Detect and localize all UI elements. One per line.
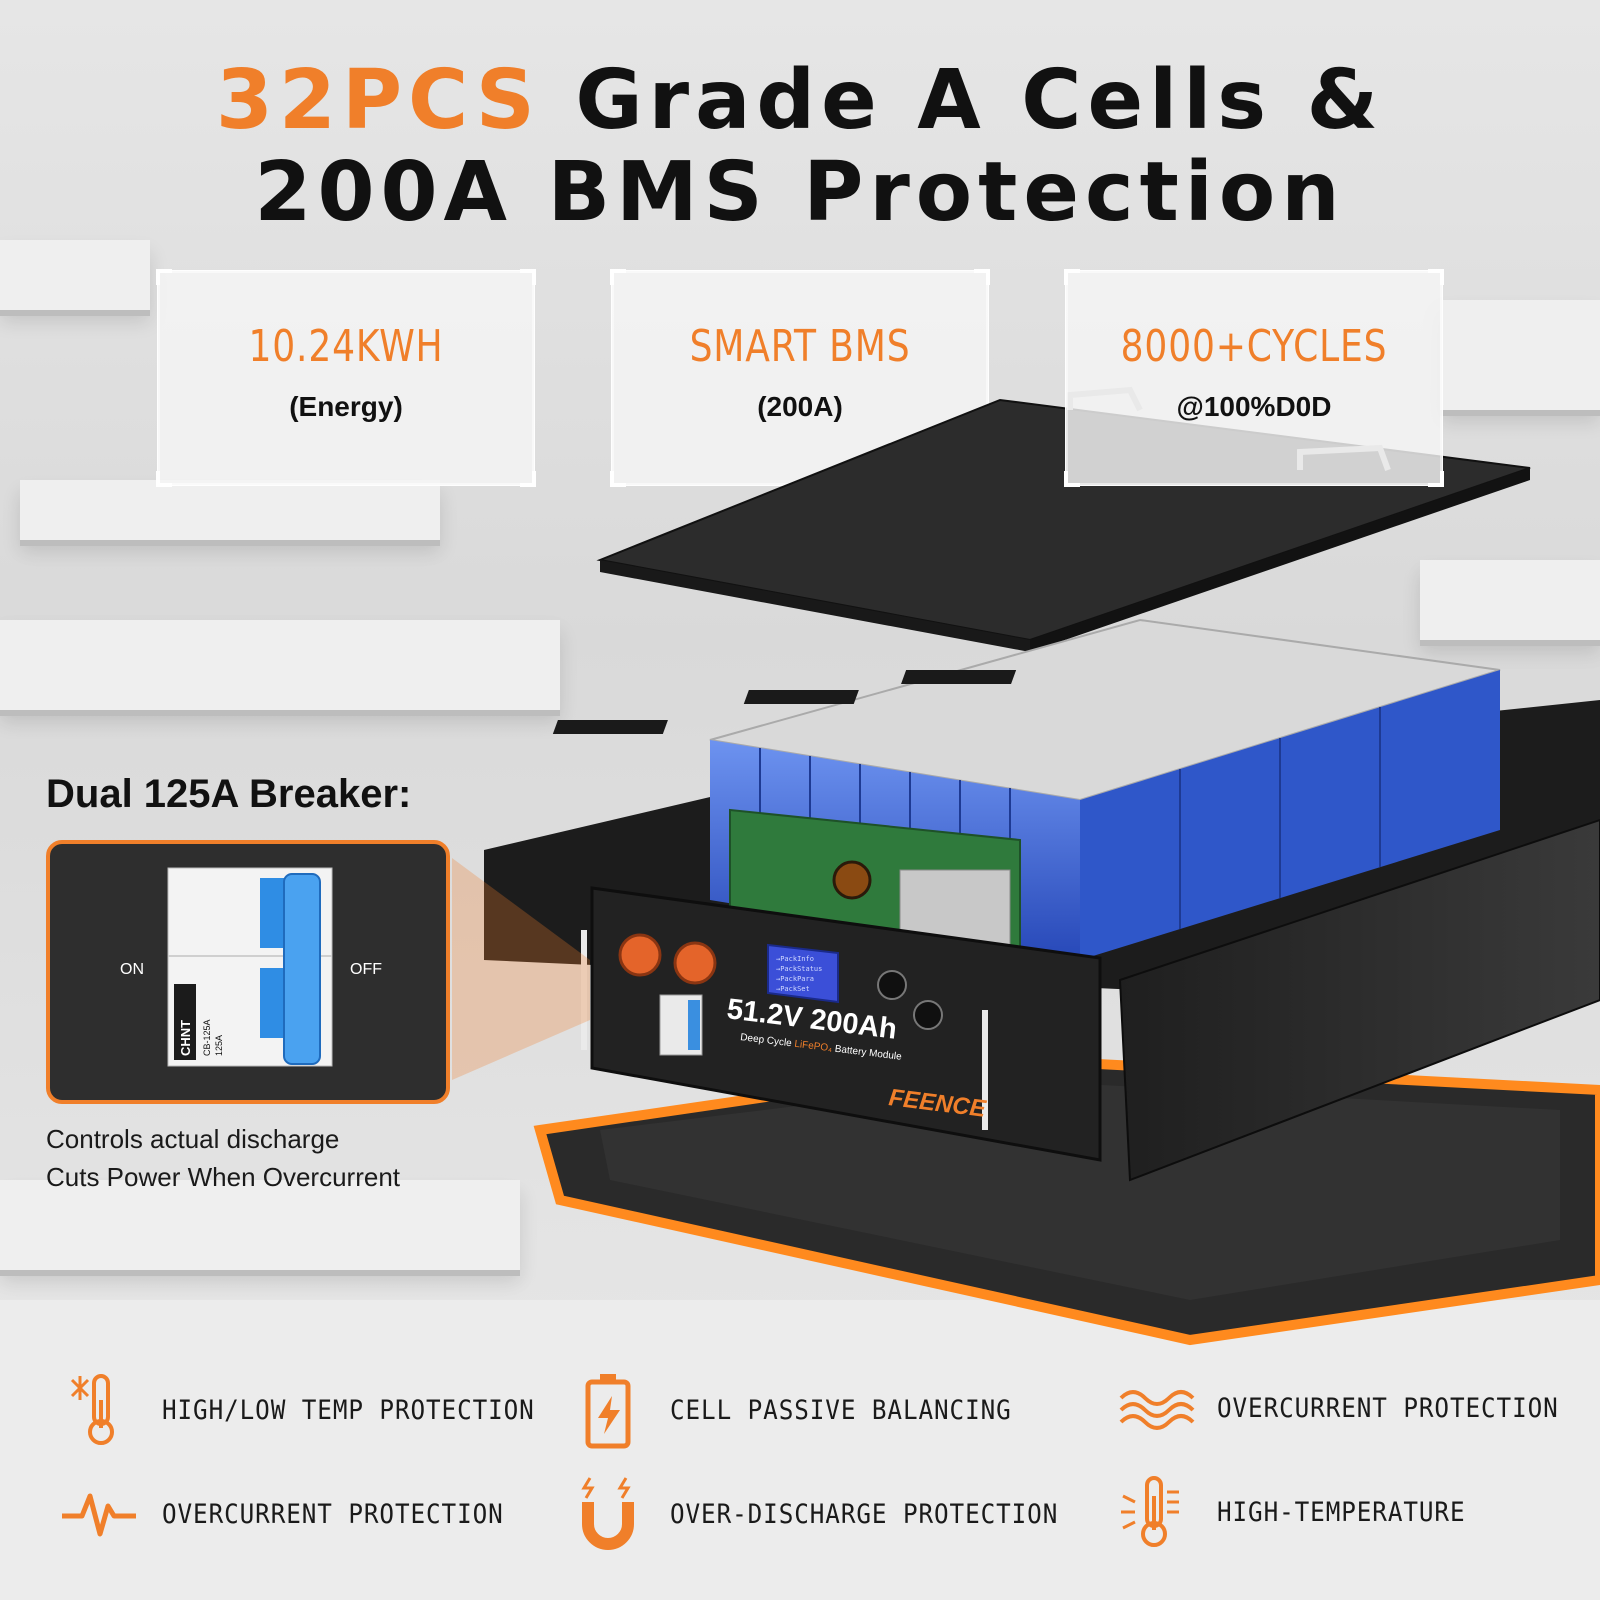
stat-label: @100%D0D (1176, 391, 1332, 422)
headline-line-1-rest: Grade A Cells & (540, 53, 1385, 148)
breaker-closeup: ON OFF CHNT CB-125A 125A (46, 840, 450, 1104)
lcd-line: →PackSet (776, 985, 810, 993)
battery-lid-edge (600, 560, 1030, 652)
pulse-icon (62, 1493, 136, 1537)
feature-label: OVER-DISCHARGE PROTECTION (670, 1498, 1059, 1530)
feature-item: OVERCURRENT PROTECTION (60, 1484, 542, 1544)
background-slab (20, 480, 440, 540)
breaker-description: Controls actual discharge Cuts Power Whe… (46, 1120, 400, 1196)
feature-item: OVER-DISCHARGE PROTECTION (568, 1477, 1101, 1550)
breaker-illustration: ON OFF CHNT CB-125A 125A (120, 867, 382, 1067)
breaker-tie-bar (283, 873, 321, 1065)
breaker-on-label: ON (120, 961, 144, 978)
stat-card-energy: 10.24KWH (Energy) (156, 269, 536, 487)
breaker-off-label: OFF (350, 961, 382, 978)
panel-breaker-toggle (688, 1000, 700, 1050)
breaker-brand-plate (174, 984, 196, 1060)
stat-card-cycles: 8000+CYCLES @100%D0D (1064, 269, 1444, 487)
battery-chemistry: LiFePO₄ (794, 1039, 833, 1055)
stat-label: (200A) (757, 391, 843, 422)
lcd-line: →PackInfo (776, 955, 814, 963)
background-slab (0, 620, 560, 710)
stat-value: 8000+CYCLES (1120, 321, 1388, 372)
background-slab (0, 1180, 520, 1270)
feature-item: OVERCURRENT PROTECTION (1115, 1378, 1597, 1438)
lcd-line: →PackStatus (776, 965, 822, 973)
headline-line-2: 200A BMS Protection (254, 145, 1346, 240)
background-slab (1420, 560, 1600, 640)
page-title: 32PCS Grade A Cells & 200A BMS Protectio… (0, 55, 1600, 239)
background-slab (0, 1300, 1600, 1600)
headline-accent: 32PCS (215, 53, 541, 148)
breaker-desc-line: Cuts Power When Overcurrent (46, 1162, 401, 1192)
breaker-callout-beam (452, 858, 590, 1080)
lcd-line: →PackPara (776, 975, 814, 983)
battery-front-panel (590, 886, 1102, 1162)
breaker-rating: 125A (214, 1035, 224, 1056)
headline-line-1: 32PCS Grade A Cells & (0, 55, 1600, 147)
background-slab (0, 240, 150, 310)
glow-base-inner (600, 1080, 1560, 1300)
breaker-desc-line: Controls actual discharge (46, 1124, 340, 1154)
pcb-inductor (832, 860, 872, 900)
stat-value: SMART BMS (689, 321, 911, 372)
feature-item: CELL PASSIVE BALANCING (568, 1374, 1050, 1449)
breaker-title: Dual 125A Breaker: (46, 772, 412, 816)
feature-label: OVERCURRENT PROTECTION (162, 1498, 504, 1530)
case-tray-right (1118, 818, 1600, 1182)
panel-knob (913, 1000, 943, 1030)
feature-label: OVERCURRENT PROTECTION (1217, 1392, 1559, 1424)
breaker-brand: CHNT (178, 1020, 193, 1056)
background-slab (1440, 300, 1600, 410)
feature-label: CELL PASSIVE BALANCING (670, 1394, 1012, 1426)
battery-lid-edge-right (1030, 468, 1530, 652)
feature-label: HIGH/LOW TEMP PROTECTION (162, 1394, 535, 1426)
terminal-negative (673, 941, 717, 985)
stat-value: 10.24KWH (248, 321, 444, 372)
thermometer-heat-icon (1121, 1476, 1179, 1547)
breaker-model: CB-125A (202, 1019, 212, 1056)
battery-bolt-icon (585, 1374, 631, 1449)
feature-item: HIGH-TEMPERATURE (1115, 1476, 1493, 1547)
magnet-icon (581, 1477, 634, 1550)
thermometer-snowflake-icon (70, 1374, 114, 1445)
waves-icon (1119, 1390, 1195, 1430)
terminal-positive (618, 933, 662, 977)
stat-label: (Energy) (289, 391, 403, 422)
panel-knob (877, 970, 907, 1000)
cell-block-side (1080, 670, 1500, 960)
feature-item: HIGH/LOW TEMP PROTECTION (60, 1374, 576, 1445)
feature-label: HIGH-TEMPERATURE (1217, 1496, 1466, 1528)
lcd-screen (767, 943, 839, 1004)
